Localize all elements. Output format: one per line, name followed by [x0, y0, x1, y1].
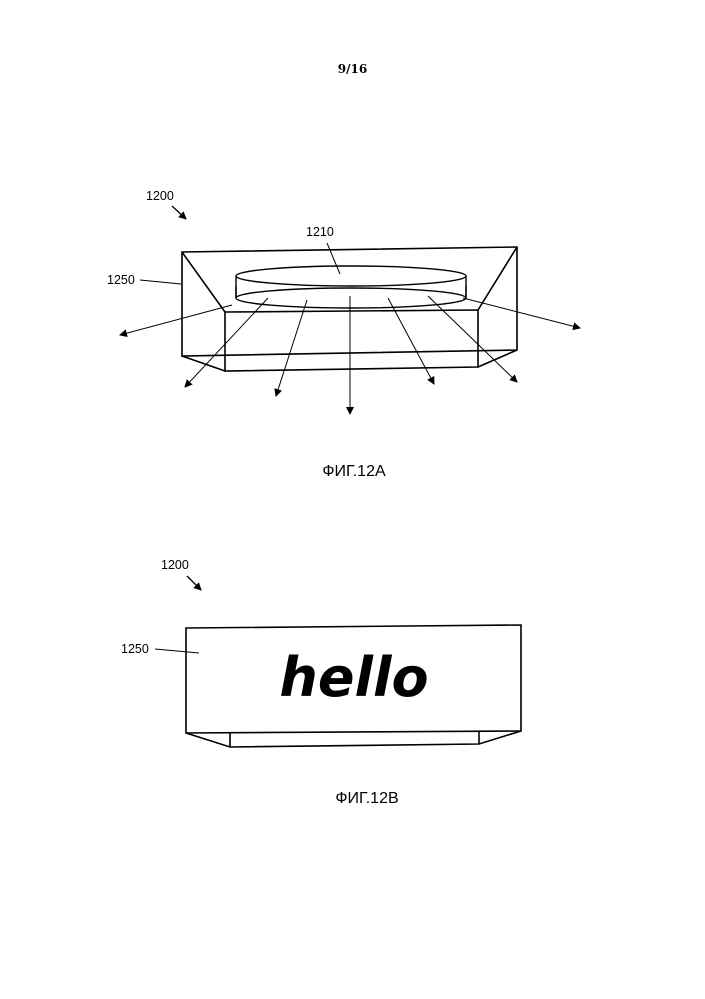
figure-12a: 1200 1210 1250: [107, 189, 580, 480]
disc-bottom-ellipse: [236, 288, 466, 308]
housing-edge-tr: [478, 247, 517, 310]
ref-label-1250-a: 1250: [107, 273, 135, 287]
ref-label-1210: 1210: [306, 225, 334, 239]
housing-edge-tl: [182, 252, 225, 312]
housing-edge-bl: [182, 356, 225, 371]
display-text-hello: hello: [279, 646, 428, 709]
ray-arrow-right: [463, 298, 580, 328]
housing-edge-br: [478, 350, 517, 367]
ref-arrow-1200-a: [172, 206, 186, 219]
disc-top-ellipse: [236, 266, 466, 286]
light-ray-arrows: [120, 296, 580, 414]
ref-arrow-1200-b: [187, 576, 201, 590]
ray-arrow-down-left: [276, 300, 307, 396]
figure-caption-12b: ФИГ.12В: [335, 790, 398, 807]
ref-label-1250-b: 1250: [121, 642, 149, 656]
ref-label-1200-a: 1200: [146, 189, 174, 203]
ref-leader-1250-b: [155, 649, 199, 653]
ref-label-1200-b: 1200: [161, 558, 189, 572]
figure-caption-12a: ФИГ.12А: [322, 463, 386, 480]
ref-leader-1250-a: [140, 280, 181, 284]
ray-arrow-left: [120, 305, 232, 335]
ref-leader-1210: [327, 243, 340, 274]
housing-inner-face: [225, 310, 478, 371]
disc-1210: [236, 266, 466, 308]
figure-12b: 1200 hello 1250 ФИГ.12В: [121, 558, 521, 807]
